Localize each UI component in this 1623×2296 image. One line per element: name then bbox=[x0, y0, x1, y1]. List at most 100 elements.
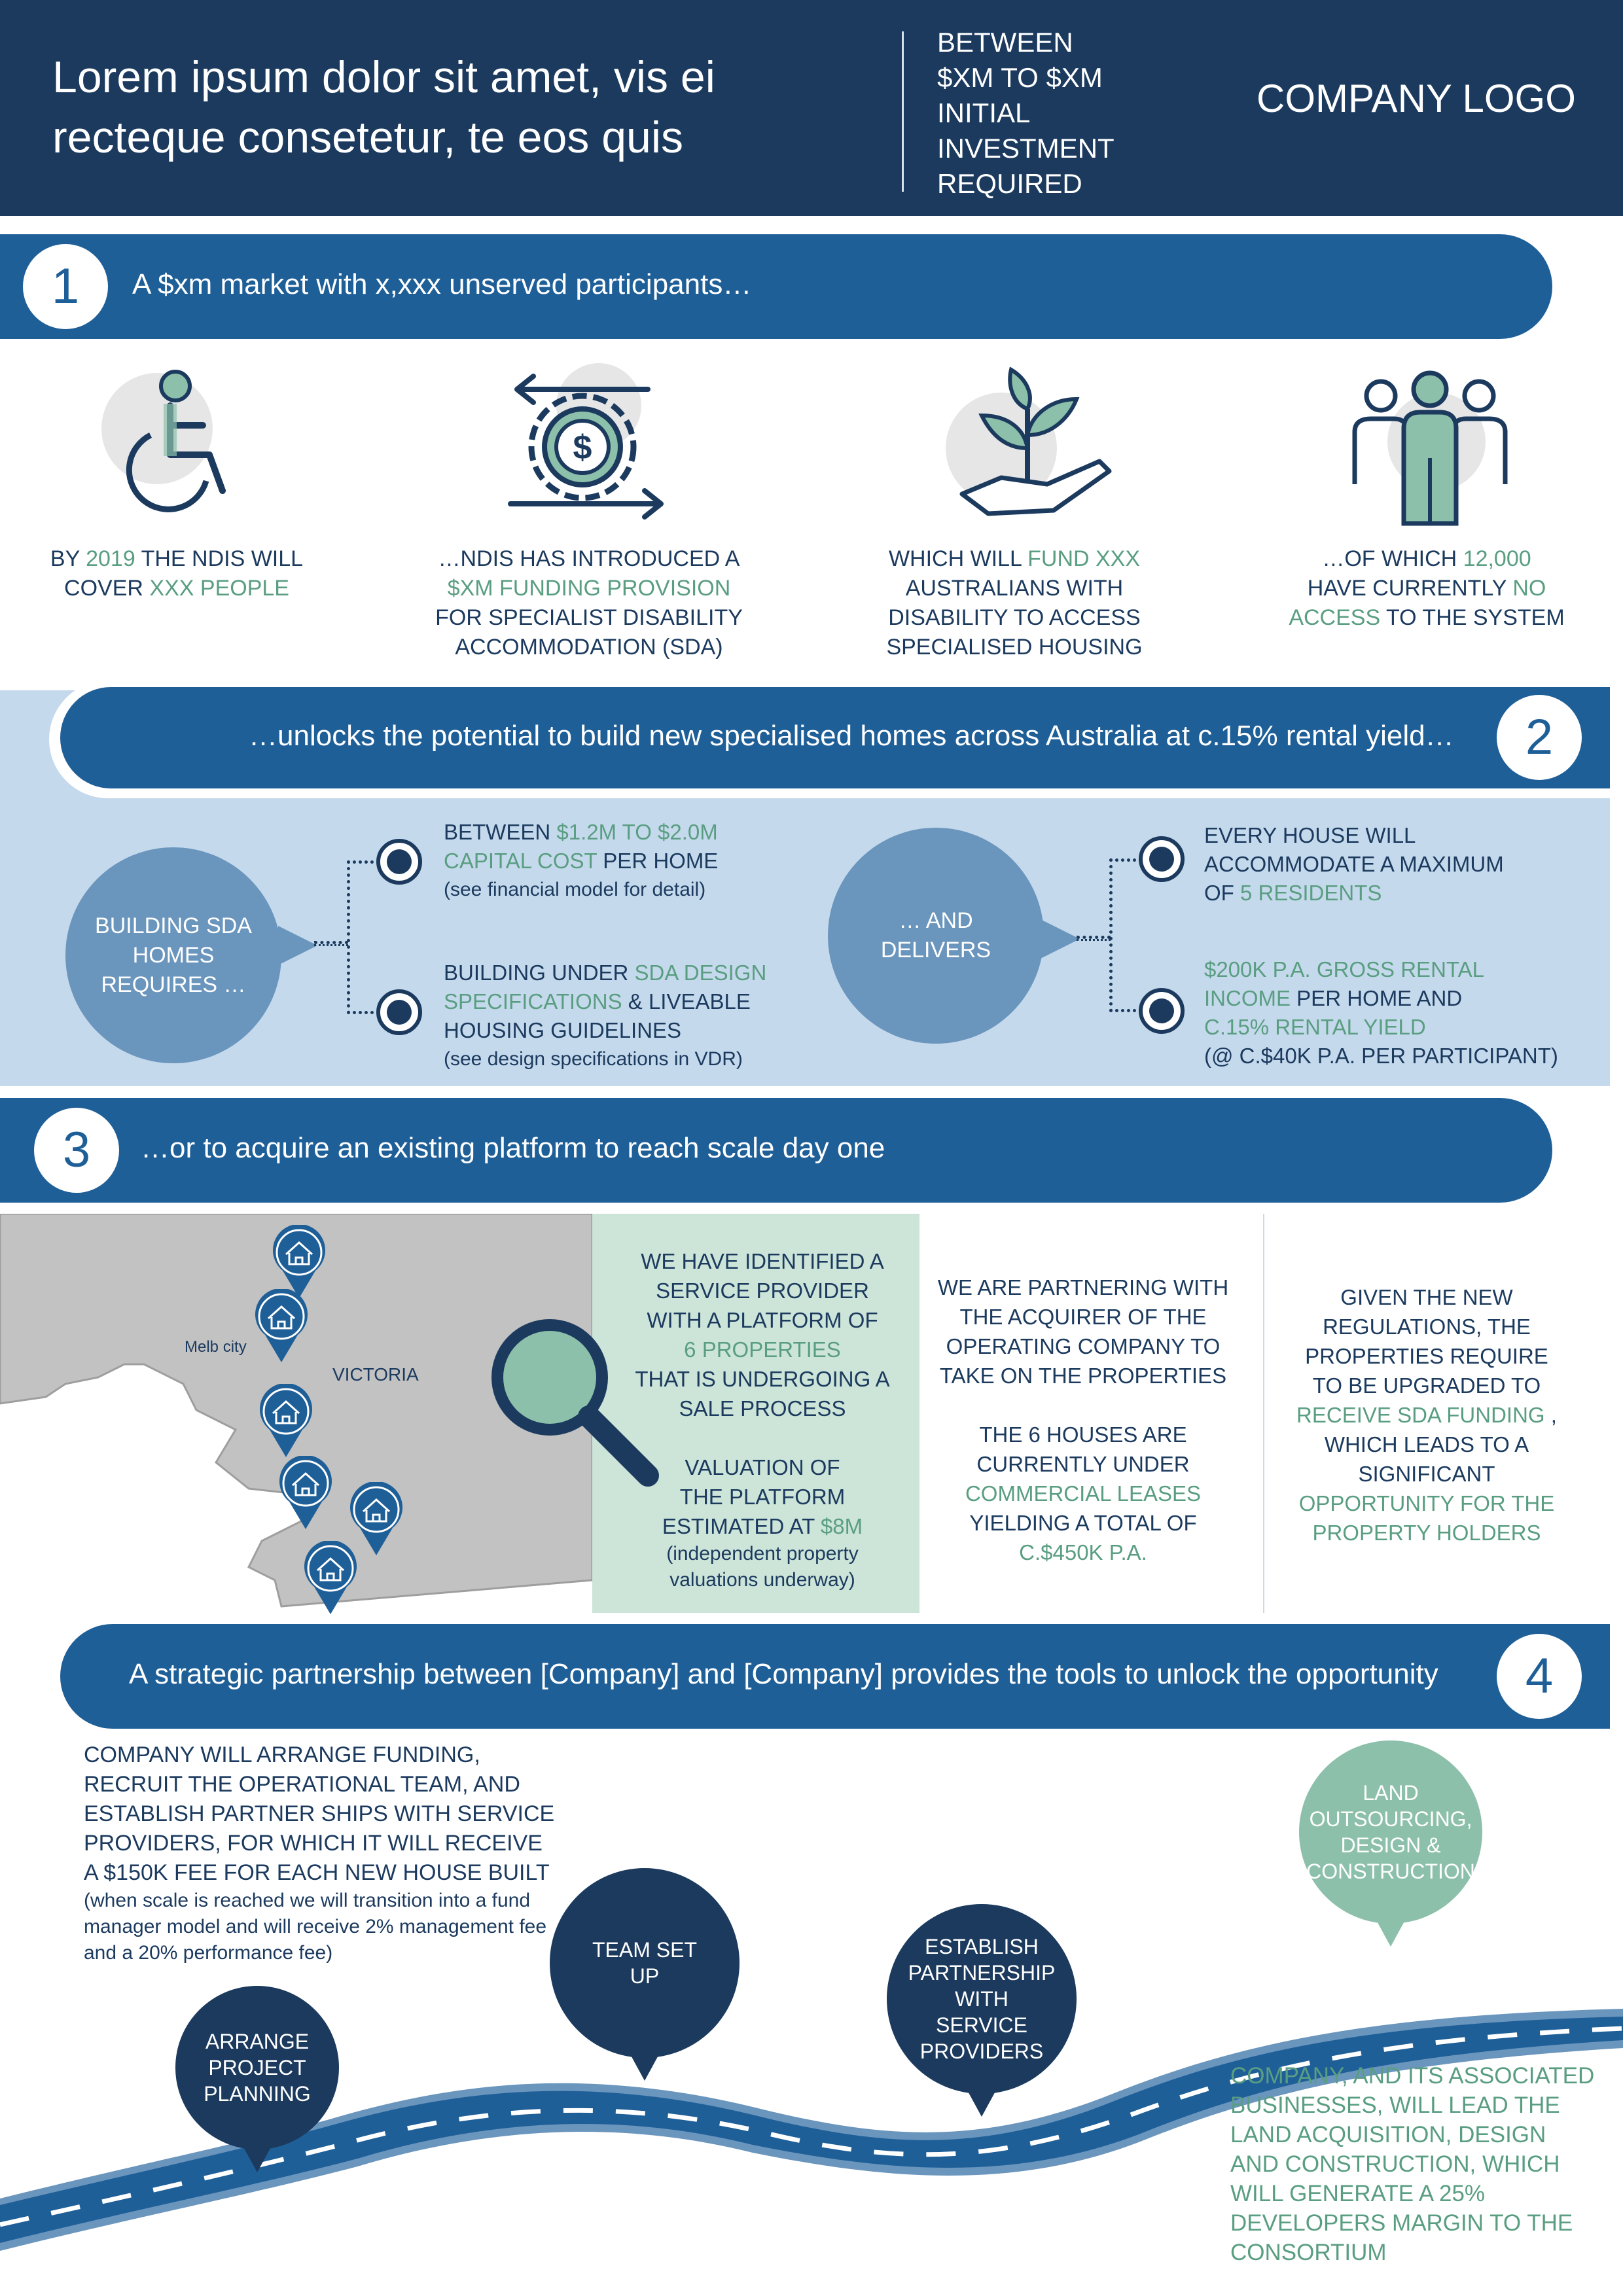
plant-hand-icon bbox=[936, 363, 1119, 527]
body-text: WHICH WILL bbox=[888, 546, 1028, 571]
body-text: WHICH LEADS TO A bbox=[1324, 1432, 1529, 1457]
developer-margin-text: COMPANY, AND ITS ASSOCIATED BUSINESSES, … bbox=[1230, 2063, 1595, 2265]
step-team-setup: TEAM SET UP bbox=[550, 1868, 740, 2081]
investment-line: INITIAL bbox=[937, 97, 1031, 128]
company-role-main: COMPANY WILL ARRANGE FUNDING, RECRUIT TH… bbox=[84, 1742, 555, 1885]
body-text: BY bbox=[50, 546, 86, 571]
body-text: DISABILITY TO ACCESS bbox=[888, 605, 1141, 630]
body-text: TO THE SYSTEM bbox=[1380, 605, 1565, 630]
body-text: , bbox=[1544, 1403, 1557, 1427]
body-text: PROPERTIES REQUIRE bbox=[1305, 1344, 1548, 1368]
step-label: TEAM SET UP bbox=[550, 1868, 740, 2058]
column-divider bbox=[1263, 1214, 1264, 1613]
investment-note: BETWEEN $XM TO $XM INITIAL INVESTMENT RE… bbox=[937, 25, 1212, 202]
header-divider bbox=[902, 31, 904, 192]
body-text: ACCOMMODATE A MAXIMUM bbox=[1204, 852, 1504, 876]
highlight-text: INCOME bbox=[1204, 986, 1291, 1010]
circle-pointer bbox=[278, 926, 317, 965]
body-text: …OF WHICH bbox=[1322, 546, 1463, 571]
section-heading: …or to acquire an existing platform to r… bbox=[141, 1132, 885, 1164]
connector-line bbox=[314, 941, 348, 946]
wheelchair-icon bbox=[98, 363, 249, 520]
body-text: VALUATION OF bbox=[685, 1455, 840, 1479]
body-text: PER HOME bbox=[597, 849, 719, 873]
body-text: (@ C.$40K P.A. PER PARTICIPANT) bbox=[1204, 1044, 1558, 1068]
winding-road bbox=[0, 1930, 1623, 2296]
body-text: THAT IS UNDERGOING A bbox=[635, 1367, 890, 1391]
highlight-text: $8M bbox=[820, 1514, 863, 1538]
body-text: CURRENTLY UNDER bbox=[976, 1452, 1190, 1476]
body-text: THE NDIS WILL bbox=[135, 546, 304, 571]
highlight-text: RECEIVE SDA FUNDING bbox=[1296, 1403, 1545, 1427]
step-pointer bbox=[625, 2045, 664, 2081]
section-number: 3 bbox=[34, 1108, 119, 1193]
bullet-node bbox=[1139, 836, 1185, 882]
body-text: ACCOMMODATION (SDA) bbox=[455, 635, 723, 660]
highlight-text: 6 PROPERTIES bbox=[684, 1337, 841, 1362]
investment-line: INVESTMENT bbox=[937, 133, 1115, 164]
connector-bracket bbox=[1109, 858, 1142, 1012]
body-text: WE HAVE IDENTIFIED A bbox=[641, 1249, 884, 1273]
highlight-text: CAPITAL COST bbox=[444, 849, 597, 873]
body-text: SERVICE PROVIDER bbox=[656, 1279, 869, 1303]
house-pin-icon bbox=[347, 1481, 406, 1561]
house-pin-icon bbox=[276, 1455, 335, 1534]
section-heading: …unlocks the potential to build new spec… bbox=[249, 720, 1454, 752]
step-label: LAND OUTSOURCING, DESIGN & CONSTRUCTION bbox=[1299, 1740, 1482, 1924]
company-role-note: (when scale is reached we will transitio… bbox=[84, 1890, 547, 1964]
body-text: SALE PROCESS bbox=[679, 1396, 846, 1421]
body-text: WITH A PLATFORM OF bbox=[647, 1308, 878, 1332]
investment-line: BETWEEN bbox=[937, 27, 1073, 58]
highlight-text: PROPERTY HOLDERS bbox=[1312, 1521, 1541, 1545]
delivers-circle: … AND DELIVERS bbox=[828, 828, 1044, 1044]
body-text: PER HOME AND bbox=[1291, 986, 1463, 1010]
regulations-text: GIVEN THE NEW REGULATIONS, THE PROPERTIES … bbox=[1283, 1282, 1571, 1547]
highlight-text: 5 RESIDENTS bbox=[1240, 881, 1382, 905]
step-land-construction: LAND OUTSOURCING, DESIGN & CONSTRUCTION bbox=[1299, 1740, 1482, 1947]
step-arrange-planning: ARRANGE PROJECT PLANNING bbox=[175, 1986, 339, 2172]
highlight-text: SDA DESIGN bbox=[634, 961, 767, 985]
body-text: BUILDING UNDER bbox=[444, 961, 635, 985]
house-pin-icon bbox=[301, 1540, 360, 1619]
investment-line: REQUIRED bbox=[937, 168, 1082, 199]
section-heading: A strategic partnership between [Company… bbox=[129, 1658, 1438, 1690]
people-group-icon bbox=[1342, 366, 1518, 530]
highlight-text: NO bbox=[1512, 576, 1546, 601]
magnifier-icon bbox=[484, 1312, 668, 1498]
body-text: WE ARE PARTNERING WITH bbox=[937, 1275, 1229, 1299]
platform-text: WE HAVE IDENTIFIED A SERVICE PROVIDER WITH… bbox=[618, 1246, 906, 1423]
highlight-text: $XM FUNDING PROVISION bbox=[447, 576, 731, 601]
header-bar: Lorem ipsum dolor sit amet, vis ei recte… bbox=[0, 0, 1623, 216]
stat-funding-provision: …NDIS HAS INTRODUCED A$XM FUNDING PROVIS… bbox=[419, 544, 759, 662]
step-establish-partnership: ESTABLISH PARTNERSHIP WITH SERVICE PROVI… bbox=[887, 1904, 1077, 2117]
capital-cost-note: (see financial model for detail) bbox=[444, 879, 706, 900]
body-text: TAKE ON THE PROPERTIES bbox=[939, 1364, 1227, 1388]
body-text: THE 6 HOUSES ARE bbox=[979, 1422, 1187, 1447]
highlight-text: SPECIFICATIONS bbox=[444, 989, 622, 1014]
body-text: GIVEN THE NEW bbox=[1340, 1285, 1513, 1309]
map-city-label: Melb city bbox=[185, 1338, 247, 1356]
leases-text: THE 6 HOUSES ARE CURRENTLY UNDER COMMERCIA… bbox=[929, 1420, 1237, 1567]
highlight-text: OPPORTUNITY FOR THE bbox=[1298, 1491, 1555, 1515]
highlight-text: COMMERCIAL LEASES bbox=[965, 1481, 1202, 1506]
section-number: 4 bbox=[1497, 1634, 1582, 1719]
bullet-node bbox=[1139, 988, 1185, 1034]
body-text: HAVE CURRENTLY bbox=[1307, 576, 1513, 601]
house-pin-icon bbox=[257, 1383, 315, 1462]
body-text: OF bbox=[1204, 881, 1240, 905]
circle-pointer bbox=[1041, 919, 1080, 959]
section-heading: A $xm market with x,xxx unserved partici… bbox=[132, 268, 752, 300]
connector-bracket bbox=[347, 860, 380, 1014]
platform-panel: WE HAVE IDENTIFIED A SERVICE PROVIDER WITH… bbox=[592, 1214, 919, 1613]
step-pointer bbox=[1371, 1911, 1410, 1947]
body-text: REGULATIONS, THE bbox=[1323, 1315, 1531, 1339]
bullet-node bbox=[376, 839, 422, 885]
body-text: AUSTRALIANS WITH bbox=[905, 576, 1124, 601]
valuation-note: (independent property valuations underwa… bbox=[666, 1543, 859, 1591]
